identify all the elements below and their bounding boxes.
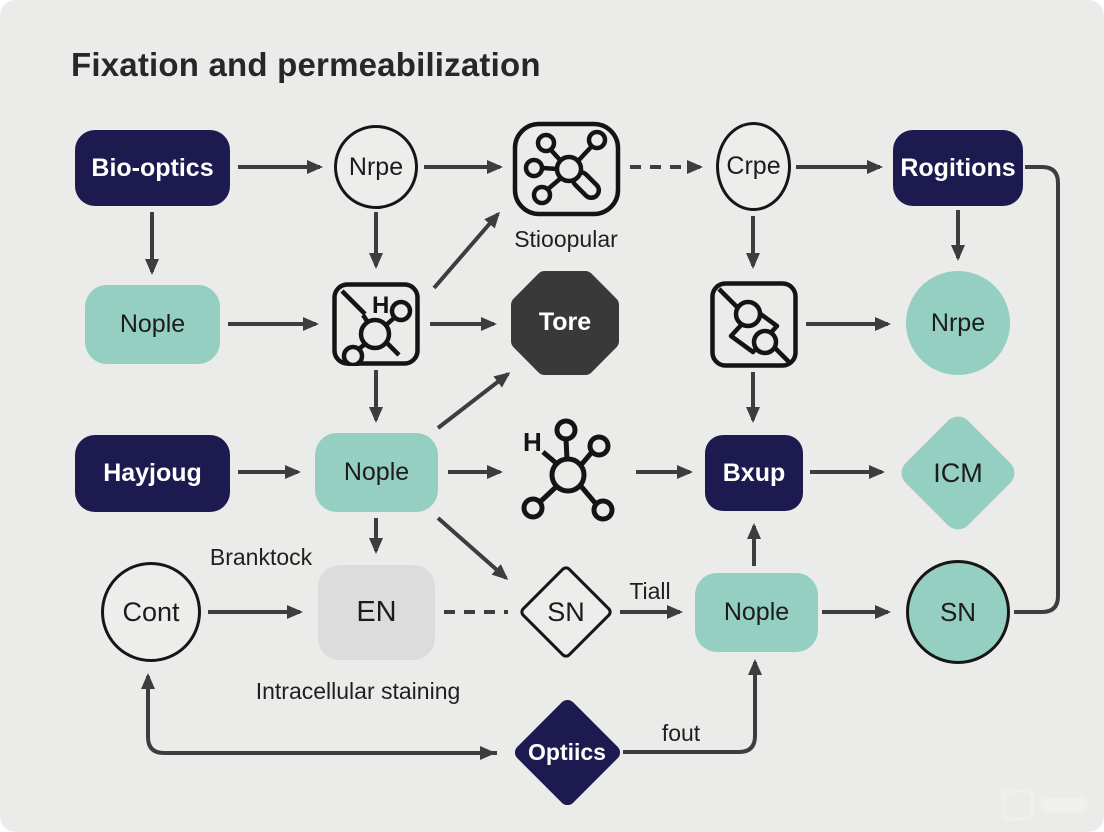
node-label: Nople (343, 458, 410, 486)
node-label: Cont (122, 596, 180, 627)
node-label: Crpe (726, 152, 781, 180)
node-label: Rogitions (900, 153, 1016, 182)
node-label: Bxup (722, 458, 786, 487)
tiall-edge-label: Tiall (629, 578, 671, 604)
node-sn-circle: SN (906, 560, 1010, 664)
node-hayjoug: Hayjoug (75, 435, 230, 512)
bond-membrane-icon (710, 281, 798, 368)
watermark-logo-icon (1002, 789, 1034, 821)
node-label: SN (939, 596, 977, 627)
node-label: Nople (723, 598, 790, 626)
node-label: ICM (933, 457, 983, 488)
h-molecule-icon: H (511, 418, 626, 526)
node-rogitions: Rogitions (893, 130, 1023, 206)
edge-nople3-to-tore-diag (436, 372, 511, 430)
node-nople-2: Nople (85, 285, 220, 364)
node-nople-4: Nople (695, 573, 818, 652)
node-label: Hayjoug (103, 459, 202, 487)
node-cont: Cont (101, 562, 201, 662)
node-label: Nople (119, 310, 186, 338)
node-icm-diamond: ICM (895, 410, 1021, 536)
node-bxup: Bxup (705, 435, 803, 511)
fout-edge-label: fout (661, 720, 701, 746)
node-nrpe-teal: Nrpe (906, 271, 1010, 375)
watermark (1002, 789, 1088, 821)
edge-optics-to-nople4 (623, 659, 762, 754)
stioopular-label: Stioopular (514, 226, 618, 252)
watermark-text-blur (1040, 797, 1088, 813)
node-label: EN (356, 596, 397, 628)
tore-shape (511, 271, 619, 375)
node-crpe: Crpe (716, 122, 791, 211)
node-en: EN (318, 565, 435, 660)
node-optics-diamond: Optiics (511, 696, 623, 808)
edge-hsquare-to-stioopular-diag (432, 211, 500, 290)
node-sn-diamond: SN (517, 563, 615, 661)
h-chemistry-icon: H (332, 282, 420, 366)
h-label: H (523, 427, 542, 457)
edge-loop-up-to-cont (141, 673, 497, 755)
edge-nople3-to-sn-diag (436, 516, 509, 580)
node-nrpe-top: Nrpe (334, 125, 418, 209)
branktock-label: Branktock (209, 544, 313, 570)
node-label: Bio-optics (91, 153, 214, 182)
diagram-title: Fixation and permeabilization (71, 46, 541, 83)
node-label: Optiics (528, 738, 606, 765)
node-label: SN (547, 596, 585, 627)
node-tore-label: Tore (538, 308, 592, 336)
node-bio-optics: Bio-optics (75, 130, 230, 206)
node-label: Nrpe (348, 152, 404, 181)
node-label: Nrpe (930, 308, 986, 337)
h-label: H (372, 292, 389, 319)
edge-rogitions-elbow-to-sncircle (1014, 165, 1060, 614)
node-nople-3: Nople (315, 433, 438, 512)
stioopular-molecule-icon (512, 121, 621, 217)
intracellular-staining-label: Intracellular staining (255, 678, 461, 704)
